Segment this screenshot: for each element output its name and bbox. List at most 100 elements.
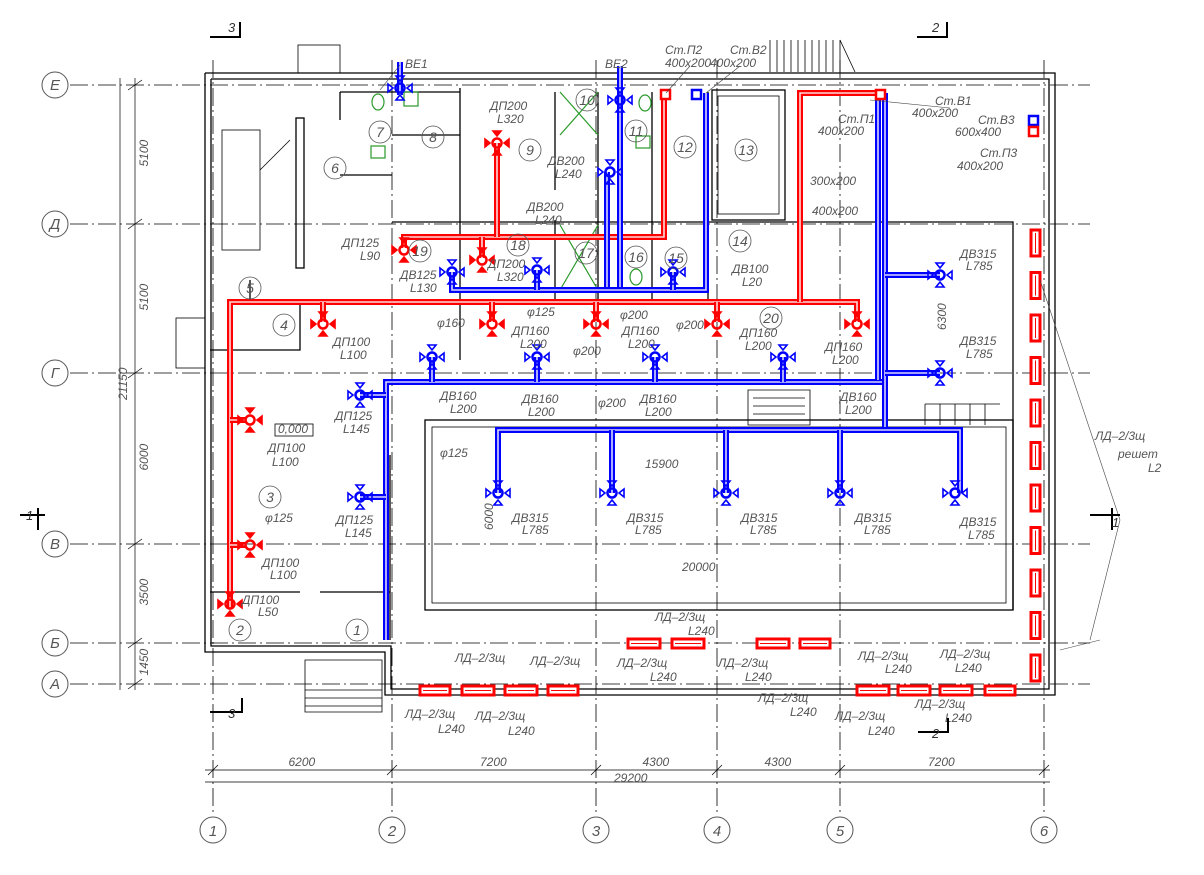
annotation-label: L240 [650, 670, 677, 684]
supply-diffuser-icon-arrow [844, 318, 852, 330]
annotation-label: 400x200 [812, 204, 858, 218]
exhaust-diffuser-icon-arrow [625, 94, 633, 106]
room-number: 20 [762, 310, 779, 326]
annotation-label: φ200 [620, 308, 648, 322]
exhaust-diffuser-icon-arrow [777, 344, 789, 352]
porch [175, 317, 206, 369]
supply-diffuser-icon-arrow [491, 130, 503, 138]
annotation-label: 15900 [645, 457, 679, 471]
annotation-label: ДП160 [510, 324, 549, 338]
annotation-label: L240 [745, 670, 772, 684]
axis-bubble [41, 530, 69, 558]
exhaust-diffuser-icon-arrow [649, 362, 661, 370]
annotation-label: 400x200 [665, 56, 711, 70]
exhaust-diffuser-icon-arrow [607, 94, 615, 106]
room-number: 19 [412, 243, 428, 259]
room-number: 5 [246, 280, 254, 296]
building-walls [175, 39, 1056, 713]
annotation-label: ДП100 [266, 441, 305, 455]
dimension-tick [207, 764, 219, 776]
exhaust-diffuser-icon [720, 487, 732, 499]
supply-diffuser-icon-arrow [851, 329, 863, 337]
exhaust-diffuser-icon-arrow [524, 351, 532, 363]
supply-diffuser-icon-arrow [583, 318, 591, 330]
supply-diffuser-icon-arrow [486, 329, 498, 337]
exhaust-diffuser-icon-arrow [599, 487, 607, 499]
room-number: 11 [629, 123, 644, 139]
exhaust-diffuser-icon-arrow [667, 277, 679, 285]
exhaust-diffuser-icon-arrow [531, 344, 543, 352]
room-number-circle [574, 241, 598, 265]
bleachers [924, 403, 1000, 425]
supply-diffuser-icon-arrow [224, 591, 236, 599]
dimension-tick [590, 764, 602, 776]
annotation-label: ДВ315 [958, 247, 997, 261]
exhaust-diffuser-icon-arrow [606, 498, 618, 506]
exhaust-diffuser-icon-arrow [426, 344, 438, 352]
dimension-value: 6200 [289, 755, 316, 769]
annotation-label: 600x400 [955, 125, 1001, 139]
exhaust-diffuser-icon-arrow [649, 344, 661, 352]
supply-diffuser-icon-arrow [590, 329, 602, 337]
annotation-label: ДВ160 [520, 392, 559, 406]
exhaust-diffuser-icon-arrow [678, 266, 686, 278]
section-mark [917, 22, 948, 38]
section-mark [210, 698, 243, 713]
exhaust-diffuser-icon-arrow [354, 502, 366, 510]
exhaust-diffuser-icon-arrow [949, 480, 961, 488]
annotation-label: Ст.В1 [935, 94, 972, 108]
annotation-label: 300x200 [810, 174, 856, 188]
room-number: 4 [280, 317, 288, 333]
riser-icon [659, 88, 672, 101]
supply-diffuser-icon [491, 137, 503, 149]
room-number-circle [518, 138, 542, 162]
dimension-tick [127, 79, 143, 91]
section-mark [210, 22, 241, 38]
supply-diffuser-icon [224, 598, 236, 610]
axis-label: Б [50, 635, 60, 652]
supply-diffuser-icon-arrow [317, 311, 329, 319]
annotation-label: ДВ125 [398, 268, 437, 282]
leader-line [705, 65, 741, 94]
annotation-label: L20 [742, 275, 762, 289]
annotation-label: 0,000 [278, 422, 308, 436]
annotation-label: ЛД–2/3щ [834, 709, 885, 723]
annotation-label: φ125 [265, 511, 293, 525]
room-number: 1 [353, 622, 361, 638]
room-number: 15 [668, 250, 684, 266]
supply-diffuser-icon-arrow [328, 318, 336, 330]
annotation-label: ЛД–2/3щ [757, 691, 808, 705]
exhaust-diffuser-icon [834, 487, 846, 499]
room-number-circle [759, 306, 783, 330]
stair-wall [295, 117, 305, 269]
annotation-label: 400x200 [912, 106, 958, 120]
exhaust-diffuser-icon-arrow [347, 491, 355, 503]
exhaust-diffuser-icon-arrow [927, 367, 935, 379]
axis-bubble [826, 816, 854, 844]
annotation-label: L240 [955, 661, 982, 675]
annotation-label: L785 [750, 523, 777, 537]
exhaust-duct-inner [385, 381, 885, 640]
annotation-label: ДВ200 [546, 154, 585, 168]
supply-diffuser-icon-arrow [217, 598, 225, 610]
exhaust-diffuser-icon-arrow [788, 351, 796, 363]
annotation-label: φ125 [440, 446, 468, 460]
room-number: 7 [376, 124, 385, 140]
supply-duct-inner [403, 93, 665, 248]
dimension-tick [711, 764, 723, 776]
annotation-label: 400x200 [957, 159, 1003, 173]
leader-line [1039, 279, 1121, 521]
annotation-label: ДВ315 [958, 334, 997, 348]
supply-diffuser-icon-arrow [476, 265, 488, 273]
dimension-value: 5100 [137, 139, 151, 166]
interior-partitions [210, 134, 900, 351]
exhaust-diffuser-icon-arrow [945, 269, 953, 281]
annotation-label: ДП100 [240, 593, 279, 607]
annotation-label: ДВ315 [510, 511, 549, 525]
exhaust-diffuser-icon-arrow [457, 266, 465, 278]
axis-label: А [49, 676, 60, 693]
annotation-label: L785 [966, 347, 993, 361]
annotation-label: L200 [745, 339, 772, 353]
exhaust-diffuser-icon [354, 491, 366, 503]
axis-label: Д [48, 216, 61, 233]
